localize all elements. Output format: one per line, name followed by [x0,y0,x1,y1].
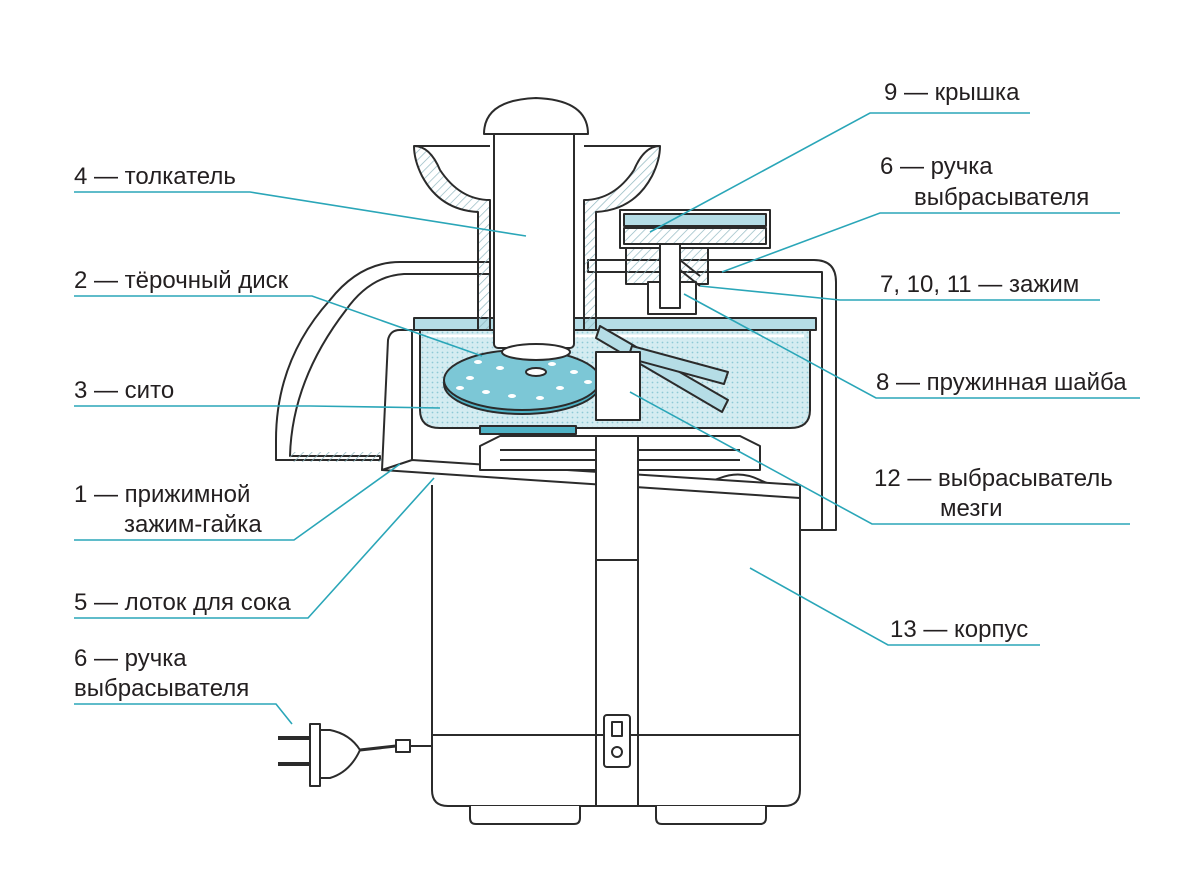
pulp-ejector-blade [595,325,729,413]
label-6-bottom-line2: выбрасывателя [74,675,249,702]
leader-2 [74,295,483,357]
leader-8 [683,293,1140,399]
pusher-shaft [493,129,575,349]
feed-chute [413,145,491,331]
label-5: 5 — лоток для сока [74,589,291,616]
leader-6-bottom [74,703,293,725]
label-8: 8 — пружинная шайба [876,369,1127,396]
leader-6-top [721,212,1120,273]
label-9: 9 — крышка [884,79,1020,106]
label-6-bottom-line1: 6 — ручка [74,645,187,672]
body-base [431,734,801,807]
label-12-line2: мезги [940,495,1002,522]
leader-1 [74,463,401,541]
label-7-10-11: 7, 10, 11 — зажим [880,271,1079,298]
leader-4 [74,191,527,237]
leader-lines [74,112,1140,725]
foot-right [655,806,767,825]
leader-3 [74,405,441,409]
label-6-top-line2: выбрасывателя [914,184,1089,211]
labels: 9 — крышка 6 — ручка выбрасывателя 7, 10… [74,79,1127,702]
label-6-top-line1: 6 — ручка [880,153,993,180]
label-3: 3 — сито [74,377,174,404]
leader-12 [629,391,1130,525]
juicer-drawing [275,97,837,825]
label-12-line1: 12 — выбрасыватель [874,465,1113,492]
leader-9 [649,112,1030,233]
label-1-line2: зажим-гайка [124,511,262,538]
power-plug [278,723,432,787]
leader-5 [74,477,435,619]
label-2: 2 — тёрочный диск [74,267,289,294]
leader-13 [749,567,1040,646]
leader-7-10-11 [699,285,1100,301]
label-13: 13 — корпус [890,616,1028,643]
body-latch [603,714,631,768]
pusher-cap [483,97,589,135]
juice-tray [381,329,413,471]
foot-left [469,806,581,825]
label-1-line1: 1 — прижимной [74,481,250,508]
label-4: 4 — толкатель [74,163,236,190]
